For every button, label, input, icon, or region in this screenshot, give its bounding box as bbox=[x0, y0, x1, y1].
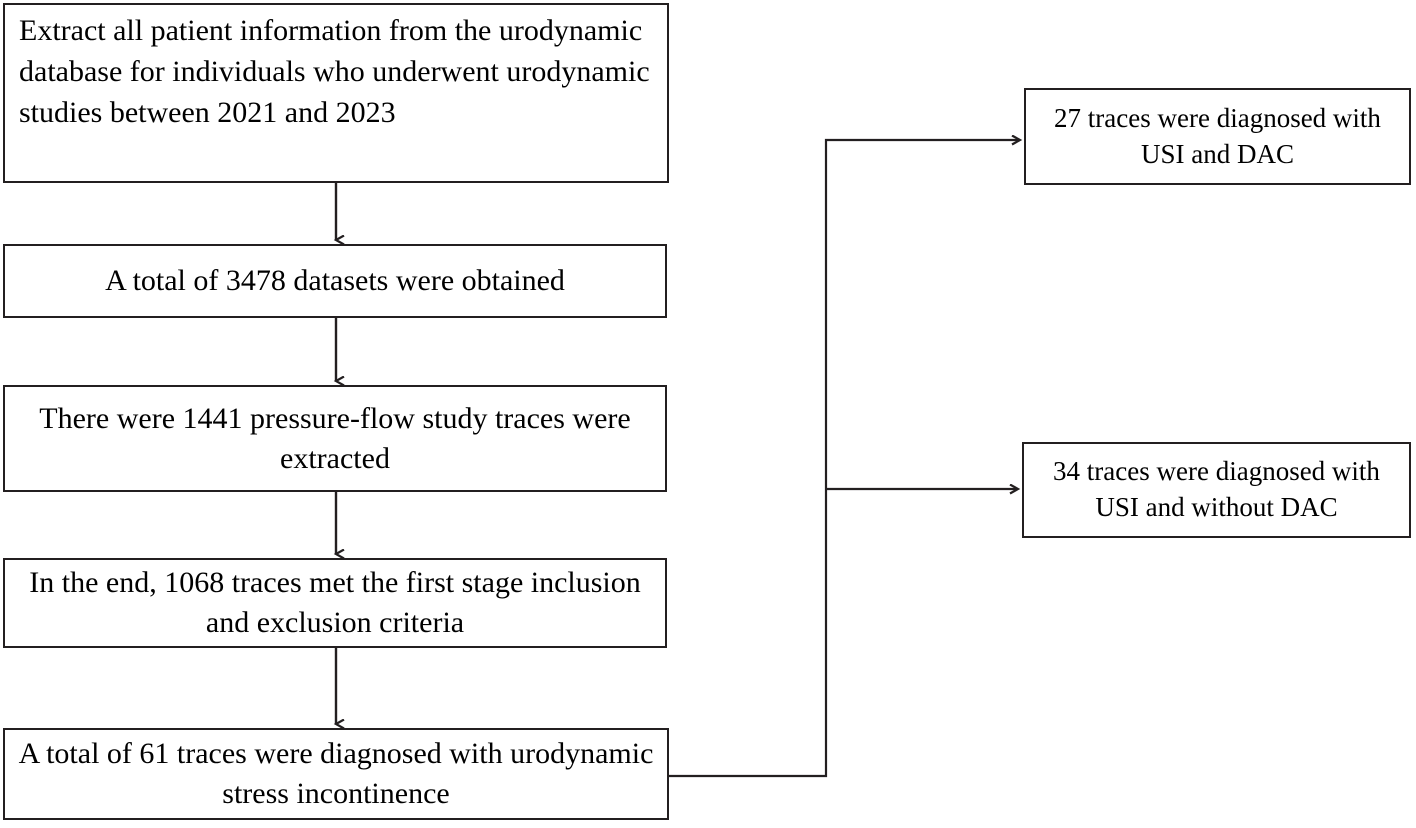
node-inclusion-criteria-label: In the end, 1068 traces met the first st… bbox=[29, 566, 641, 639]
node-urodynamic-stress-incontinence-label: A total of 61 traces were diagnosed with… bbox=[18, 737, 654, 810]
node-total-datasets-label: A total of 3478 datasets were obtained bbox=[105, 263, 565, 297]
node-total-datasets: A total of 3478 datasets were obtained bbox=[3, 244, 667, 318]
node-inclusion-criteria: In the end, 1068 traces met the first st… bbox=[3, 558, 667, 648]
node-source-extraction: Extract all patient information from the… bbox=[3, 3, 669, 183]
node-usi-with-dac-label: 27 traces were diagnosed with USI and DA… bbox=[1054, 102, 1381, 169]
node-urodynamic-stress-incontinence: A total of 61 traces were diagnosed with… bbox=[3, 728, 669, 820]
node-source-extraction-label: Extract all patient information from the… bbox=[19, 14, 650, 129]
node-usi-without-dac-label: 34 traces were diagnosed with USI and wi… bbox=[1053, 456, 1380, 522]
edge-usi-to-dac bbox=[669, 140, 1020, 778]
node-pressure-flow-traces: There were 1441 pressure-flow study trac… bbox=[3, 385, 667, 492]
node-pressure-flow-traces-label: There were 1441 pressure-flow study trac… bbox=[39, 401, 631, 475]
node-usi-with-dac: 27 traces were diagnosed with USI and DA… bbox=[1024, 88, 1411, 185]
node-usi-without-dac: 34 traces were diagnosed with USI and wi… bbox=[1022, 442, 1411, 538]
